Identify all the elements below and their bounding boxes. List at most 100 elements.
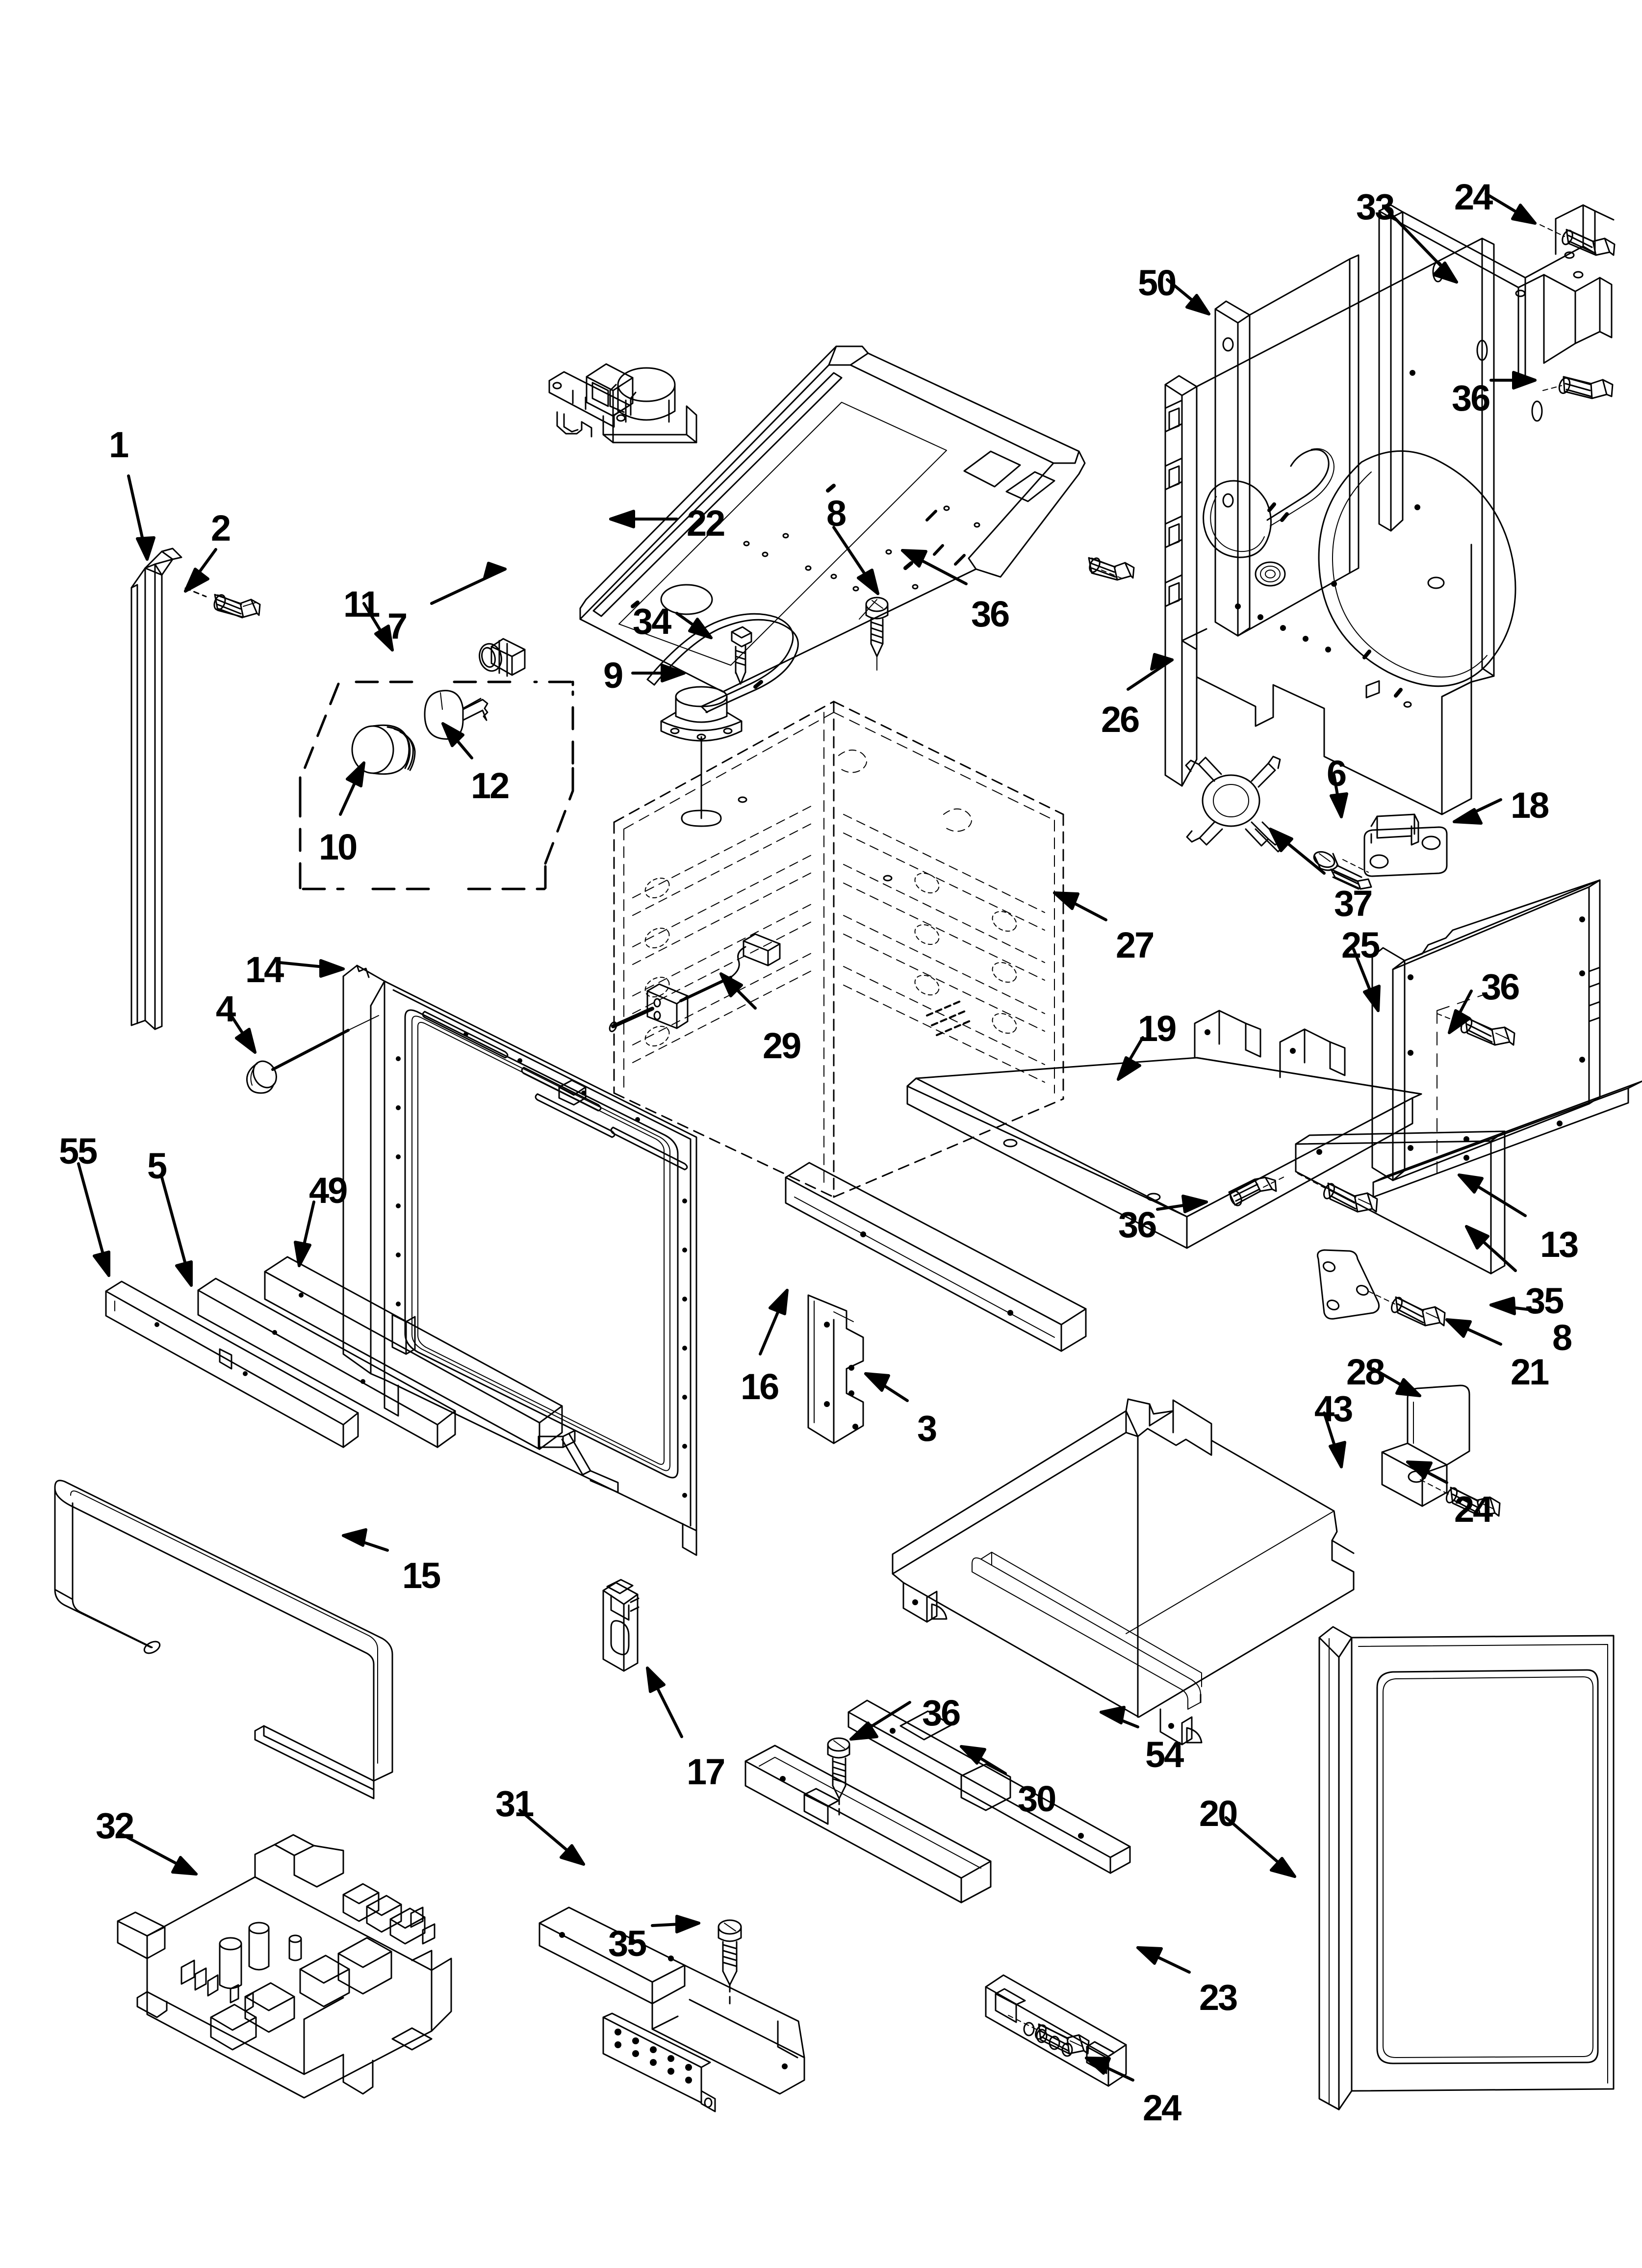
callout-number-32: 32	[96, 1805, 134, 1846]
part-mounting-screw-top	[859, 597, 889, 671]
part-bottom-access-cover	[744, 1710, 1011, 1903]
callout-number-36: 36	[922, 1693, 961, 1733]
callout-number-15: 15	[402, 1555, 441, 1596]
callout-number-4: 4	[216, 989, 236, 1029]
part-side-trim-strip	[130, 547, 182, 1030]
part-door-lock-motor	[548, 363, 697, 443]
part-side-mounting-bracket	[807, 1294, 864, 1444]
part-electronic-control-board	[117, 1834, 452, 2099]
callout-number-17: 17	[687, 1751, 725, 1792]
part-door-hinge-receiver	[1363, 813, 1448, 877]
part-oven-vent-tube	[660, 626, 752, 827]
callout-number-34: 34	[633, 601, 671, 642]
part-oven-light-bulb	[424, 690, 488, 740]
callout-number-27: 27	[1116, 925, 1155, 965]
callout-number-13: 13	[1540, 1224, 1579, 1265]
part-hex-screw-bottom-panel	[1228, 1176, 1285, 1206]
callout-number-10: 10	[319, 827, 358, 867]
callout-number-8: 8	[826, 493, 847, 534]
callout-number-14: 14	[245, 949, 284, 990]
callout-number-19: 19	[1138, 1008, 1177, 1049]
part-rear-panel-with-fan	[1164, 237, 1516, 815]
part-thermostat-probe	[479, 638, 526, 677]
part-front-cross-rail	[785, 1162, 1087, 1352]
callout-number-36: 36	[1118, 1204, 1157, 1245]
callout-number-3: 3	[917, 1408, 937, 1449]
part-bottom-mounting-plate	[539, 1906, 805, 2112]
part-door-frame-front	[342, 965, 697, 1556]
part-mounting-screw-hinge	[1368, 1291, 1446, 1327]
callout-number-50: 50	[1138, 262, 1177, 303]
callout-number-33: 33	[1356, 186, 1395, 227]
callout-number-36: 36	[1481, 966, 1520, 1007]
group-box-light-assembly	[299, 680, 574, 890]
part-oven-door-outer-panel	[1318, 1626, 1615, 2111]
part-light-lens-cover	[351, 724, 416, 775]
part-hex-screw-top-far-right	[1542, 376, 1614, 399]
part-hex-screw-top-right	[1088, 557, 1135, 581]
callout-number-43: 43	[1314, 1388, 1353, 1429]
callout-number-7: 7	[387, 606, 408, 647]
part-lower-rear-rail	[1372, 1080, 1642, 1198]
callout-number-2: 2	[211, 508, 231, 548]
callout-number-24: 24	[1454, 177, 1493, 217]
callout-number-26: 26	[1101, 699, 1140, 740]
callout-number-18: 18	[1511, 785, 1549, 826]
callout-number-49: 49	[309, 1170, 348, 1211]
callout-number-6: 6	[1327, 753, 1347, 794]
callout-number-54: 54	[1145, 1734, 1184, 1775]
callout-number-55: 55	[59, 1131, 98, 1172]
callout-number-37: 37	[1334, 883, 1373, 924]
part-bracket-screw	[1313, 851, 1372, 890]
part-thermal-fuse-limiter	[1185, 756, 1286, 853]
part-trim-screw-kickplate	[1008, 2015, 1090, 2055]
callout-number-22: 22	[687, 503, 725, 544]
part-trim-screw-left	[184, 587, 261, 619]
part-oven-temperature-sensor	[609, 933, 781, 1032]
callout-number-21: 21	[1511, 1352, 1549, 1392]
part-anchor-screw-13	[1297, 1173, 1378, 1213]
callout-number-29: 29	[763, 1025, 801, 1066]
part-oven-bottom-trim-frame	[892, 1398, 1355, 1746]
callout-number-12: 12	[471, 765, 510, 806]
part-right-side-panel	[1371, 879, 1601, 1181]
part-trim-screw-hinge-cover	[1420, 1479, 1501, 1517]
callout-number-35: 35	[1525, 1280, 1564, 1321]
part-hex-screw-side-panel	[1437, 1013, 1515, 1046]
part-lower-trim-bar	[847, 1699, 1131, 1874]
part-oven-cavity-liner	[613, 701, 1064, 1198]
callout-number-16: 16	[741, 1366, 779, 1407]
part-door-stop-pin	[246, 1015, 379, 1094]
callout-number-8: 8	[1552, 1317, 1572, 1358]
part-oven-bottom-panel	[906, 1010, 1422, 1249]
callout-number-36: 36	[971, 594, 1010, 634]
callout-number-5: 5	[147, 1146, 167, 1186]
part-rack-guide-clip	[602, 1579, 640, 1672]
part-kick-plate-trim	[985, 1974, 1127, 2087]
callout-number-24: 24	[1143, 2087, 1181, 2128]
callout-number-9: 9	[603, 655, 623, 696]
part-hex-screw-cover	[827, 1737, 850, 1816]
part-bottom-support-bracket	[264, 1256, 619, 1493]
callout-number-1: 1	[109, 424, 129, 465]
part-hinge-bracket-triangle	[1317, 1249, 1380, 1320]
callout-number-30: 30	[1018, 1778, 1056, 1819]
part-trim-screw-top-right	[1539, 224, 1616, 256]
part-rear-side-panel	[1295, 1130, 1506, 1275]
callout-number-20: 20	[1199, 1793, 1238, 1834]
callout-number-23: 23	[1199, 1977, 1238, 2018]
part-rear-support-bracket	[1214, 254, 1360, 637]
part-door-gasket-seal	[54, 1480, 393, 1799]
callout-number-11: 11	[343, 584, 380, 625]
callout-number-35: 35	[608, 1923, 647, 1964]
part-lower-trim-rail	[105, 1280, 359, 1448]
callout-leader-lines	[77, 192, 1541, 2082]
callout-number-25: 25	[1341, 925, 1380, 965]
part-anchor-screw-bottom	[718, 1919, 742, 2006]
callout-number-28: 28	[1346, 1352, 1385, 1392]
callout-number-36: 36	[1452, 378, 1490, 418]
part-side-support-rail	[197, 1277, 456, 1448]
callout-number-24: 24	[1454, 1489, 1493, 1530]
